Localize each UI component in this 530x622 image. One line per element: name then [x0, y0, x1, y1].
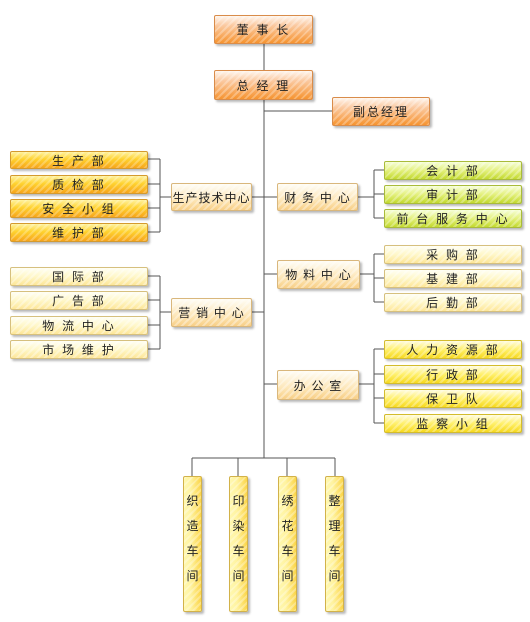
finance-center-box: 财 务 中 心 [277, 183, 358, 211]
safety-team-box: 安 全 小 组 [10, 199, 148, 218]
workshop-char: 车 [328, 544, 341, 558]
human-resources-dept-box: 人 力 资 源 部 [384, 340, 522, 359]
production-tech-center-box: 生产技术中心 [171, 183, 252, 211]
workshop-char: 花 [281, 519, 294, 533]
materials-center-box: 物 料 中 心 [277, 260, 360, 289]
quality-inspection-dept-box: 质 检 部 [10, 175, 148, 194]
workshop-char: 车 [281, 544, 294, 558]
supervision-team-box: 监 察 小 组 [384, 414, 522, 433]
purchasing-dept-box: 采 购 部 [384, 245, 522, 264]
embroidery-workshop-box: 绣 花 车 间 [278, 476, 297, 612]
logistics-support-dept-box: 后 勤 部 [384, 293, 522, 312]
workshop-char: 理 [328, 519, 341, 533]
workshop-char: 织 [186, 494, 199, 508]
general-manager-box: 总 经 理 [214, 70, 313, 100]
workshop-char: 整 [328, 494, 341, 508]
international-dept-box: 国 际 部 [10, 267, 148, 286]
workshop-char: 间 [328, 569, 341, 583]
advertising-dept-box: 广 告 部 [10, 291, 148, 310]
production-dept-box: 生 产 部 [10, 151, 148, 169]
security-team-box: 保 卫 队 [384, 389, 522, 408]
weaving-workshop-box: 织 造 车 间 [183, 476, 202, 612]
workshop-char: 车 [232, 544, 245, 558]
workshop-char: 间 [186, 569, 199, 583]
sales-center-box: 营 销 中 心 [171, 298, 252, 327]
workshop-char: 染 [232, 519, 245, 533]
workshop-char: 造 [186, 519, 199, 533]
market-maintenance-box: 市 场 维 护 [10, 340, 148, 359]
deputy-general-manager-box: 副总经理 [332, 97, 430, 126]
chairman-box: 董 事 长 [214, 15, 313, 44]
infrastructure-dept-box: 基 建 部 [384, 269, 522, 288]
workshop-char: 间 [232, 569, 245, 583]
front-desk-service-center-box: 前 台 服 务 中 心 [384, 209, 522, 228]
office-box: 办 公 室 [277, 370, 359, 400]
audit-dept-box: 审 计 部 [384, 185, 522, 204]
finishing-workshop-box: 整 理 车 间 [325, 476, 344, 612]
administration-dept-box: 行 政 部 [384, 365, 522, 384]
workshop-char: 车 [186, 544, 199, 558]
accounting-dept-box: 会 计 部 [384, 161, 522, 180]
maintenance-dept-box: 维 护 部 [10, 223, 148, 242]
workshop-char: 间 [281, 569, 294, 583]
logistics-center-box: 物 流 中 心 [10, 316, 148, 335]
workshop-char: 绣 [281, 494, 294, 508]
dyeing-workshop-box: 印 染 车 间 [229, 476, 248, 612]
workshop-char: 印 [232, 494, 245, 508]
